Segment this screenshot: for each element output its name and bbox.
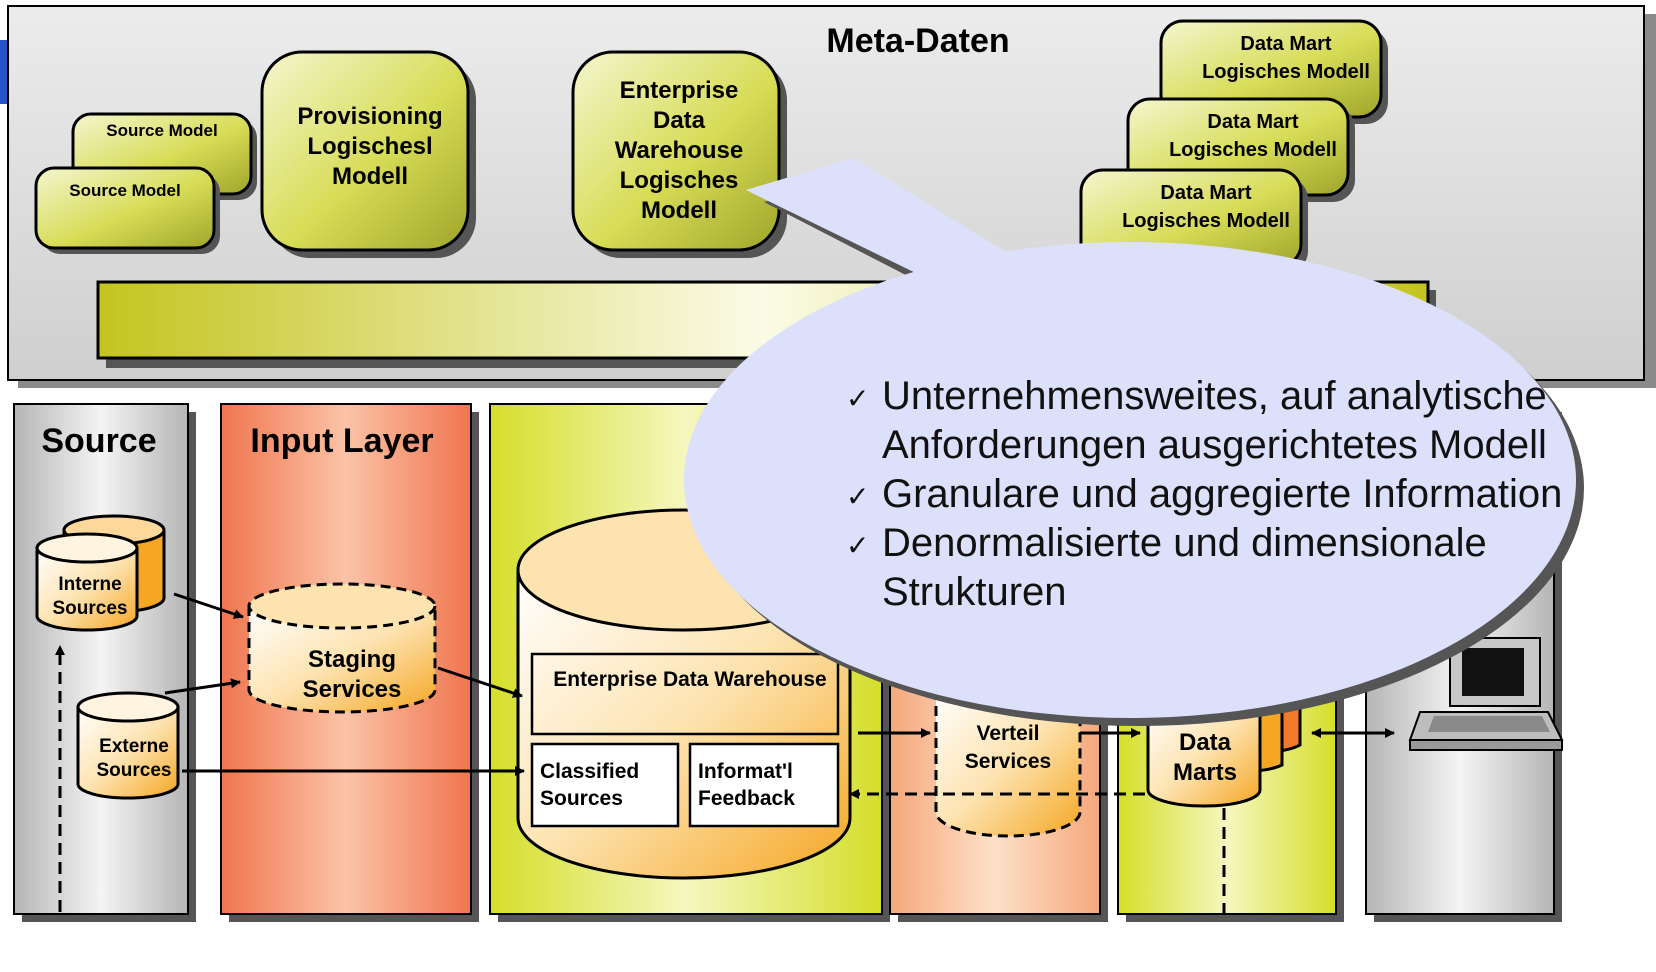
data-mart-model-1-line-2: Logisches Modell [1202,61,1370,83]
edw-title-box [530,652,840,736]
data-marts-line-2: Marts [1173,759,1237,786]
source-model-front-label: Source Model [69,181,180,200]
externe-sources-line-1: Externe [99,736,169,757]
callout-item-2: ✓ Granulare und aggregierte Information [840,470,1640,519]
edw-logical-model [571,50,781,252]
callout-item-1-text: Unternehmensweites, auf analytische Anfo… [882,374,1547,467]
callout-text: ✓ Unternehmensweites, auf analytische An… [840,372,1640,617]
flow-arrows [55,592,1395,918]
verteil-services-db [934,690,1082,838]
check-icon: ✓ [846,530,870,561]
verteil-line-1: Verteil [976,722,1039,745]
data-mart-model-3-line-1: Data Mart [1160,182,1251,204]
edw-model-line-1: Enterprise [620,77,739,104]
edw-title: Enterprise Data Warehouse [553,668,826,691]
externe-sources-line-2: Sources [97,760,172,781]
source-header: Source [41,422,156,460]
externe-sources-db [76,691,180,800]
callout-item-2-text: Granulare und aggregierte Information [882,472,1563,516]
source-model-front [34,166,216,250]
staging-line-2: Services [303,676,402,703]
staging-line-1: Staging [308,646,396,673]
classified-line-2: Sources [540,787,623,810]
edw-model-line-3: Warehouse [615,137,743,164]
edw-model-line-2: Data [653,107,706,134]
edw-model-line-5: Modell [641,197,717,224]
callout-bubble [684,158,1584,726]
edw-model-line-4: Logisches [620,167,739,194]
check-icon: ✓ [846,481,870,512]
check-icon: ✓ [846,383,870,414]
input-layer-header: Input Layer [250,422,433,460]
verteil-line-2: Services [965,750,1051,773]
data-mart-model-2-line-1: Data Mart [1207,111,1298,133]
source-model-back-label: Source Model [106,121,217,140]
classified-line-1: Classified [540,760,639,783]
source-layer [13,403,189,915]
feedback-line-1: Informat'l [698,760,793,783]
data-mart-model-3-line-2: Logisches Modell [1122,210,1290,232]
callout-item-3-text: Denormalisierte und dimensionale Struktu… [882,521,1487,614]
data-mart-model-1-line-1: Data Mart [1240,33,1331,55]
feedback-line-2: Feedback [698,787,795,810]
data-marts-line-1: Data [1179,729,1232,756]
feedback-box [688,742,840,828]
callout-item-1: ✓ Unternehmensweites, auf analytische An… [840,372,1640,470]
interne-sources-line-1: Interne [58,574,121,595]
classified-sources-box [530,742,680,828]
interne-sources-db [35,514,166,632]
interne-sources-line-2: Sources [53,598,128,619]
meta-title: Meta-Daten [826,22,1009,60]
provisioning-line-2: Logischesl [307,133,432,160]
provisioning-line-3: Modell [332,163,408,190]
data-mart-model-2-line-2: Logisches Modell [1169,139,1337,161]
provisioning-model [260,50,470,252]
provisioning-line-1: Provisioning [297,103,442,130]
callout-item-3: ✓ Denormalisierte und dimensionale Struk… [840,519,1640,617]
staging-services-db [247,582,437,714]
